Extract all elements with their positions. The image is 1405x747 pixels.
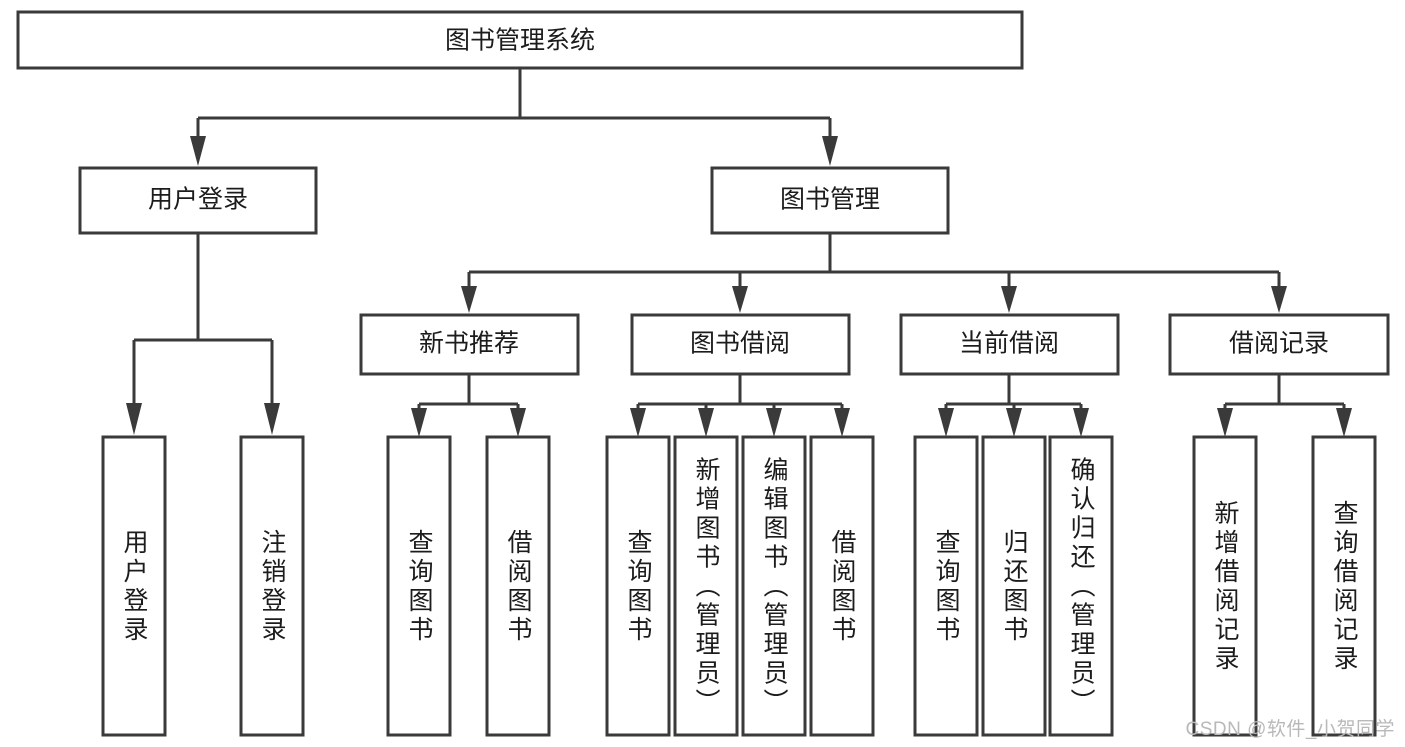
node-root[interactable]: 图书管理系统 xyxy=(16,10,1024,70)
arrow-head-br-leaf-2 xyxy=(1336,408,1352,437)
leaf-bb-add-book[interactable]: 新增图书（管理员） xyxy=(673,435,739,737)
leaf-bb-add-book-box[interactable] xyxy=(673,435,739,737)
node-book-manage-box[interactable] xyxy=(710,166,950,235)
node-new-book-recommend-box[interactable] xyxy=(359,313,580,376)
node-user-login[interactable]: 用户登录 xyxy=(78,166,318,235)
arrow-head-cb-leaf-1 xyxy=(938,408,954,437)
leaf-new-book-borrow-box[interactable] xyxy=(485,435,551,737)
leaf-cb-query-book-label: 查询图书 xyxy=(932,529,961,645)
arrow-head-bb-leaf-2 xyxy=(698,408,714,437)
leaf-cb-return-book-label: 归还图书 xyxy=(1000,529,1029,645)
arrow-head-bb-leaf-4 xyxy=(834,408,850,437)
connector-group-borrow-record xyxy=(1217,374,1352,437)
arrow-head-cb-leaf-3 xyxy=(1073,408,1089,437)
arrow-head-nb-leaf-2 xyxy=(510,408,526,437)
arrow-head-cb-leaf-2 xyxy=(1006,408,1022,437)
leaf-br-add-record[interactable]: 新增借阅记录 xyxy=(1192,435,1258,737)
arrow-head-br-leaf-1 xyxy=(1217,408,1233,437)
connector-group-current-borrow xyxy=(938,374,1089,437)
node-book-borrow[interactable]: 图书借阅 xyxy=(630,313,851,376)
node-current-borrow-label: 当前借阅 xyxy=(959,330,1059,358)
leaf-br-query-record-label: 查询借阅记录 xyxy=(1330,500,1359,674)
leaf-cb-return-book[interactable]: 归还图书 xyxy=(981,435,1047,737)
node-borrow-record-label: 借阅记录 xyxy=(1229,330,1329,358)
node-user-login-box[interactable] xyxy=(78,166,318,235)
leaf-bb-edit-book-label: 编辑图书（管理员） xyxy=(760,457,789,718)
leaf-br-query-record-box[interactable] xyxy=(1311,435,1377,737)
connector-group-book-manage xyxy=(461,233,1287,313)
leaf-cb-query-book-box[interactable] xyxy=(913,435,979,737)
leaf-user-login-1-box[interactable] xyxy=(101,435,167,737)
arrow-head-leaf-logout xyxy=(264,403,280,435)
node-root-box[interactable] xyxy=(16,10,1024,70)
leaf-cb-confirm-return-label: 确认归还（管理员） xyxy=(1067,457,1096,718)
connector-group-root xyxy=(190,68,838,166)
node-current-borrow[interactable]: 当前借阅 xyxy=(899,313,1120,376)
connector-group-book-borrow xyxy=(630,374,850,437)
node-borrow-record-box[interactable] xyxy=(1168,313,1390,376)
node-root-label: 图书管理系统 xyxy=(445,27,595,55)
node-current-borrow-box[interactable] xyxy=(899,313,1120,376)
leaf-user-logout-label: 注销登录 xyxy=(258,529,287,645)
leaf-user-logout[interactable]: 注销登录 xyxy=(239,435,305,737)
node-new-book-recommend-label: 新书推荐 xyxy=(419,330,519,358)
arrow-head-book-manage xyxy=(822,136,838,166)
node-book-borrow-box[interactable] xyxy=(630,313,851,376)
arrow-head-new-book xyxy=(461,286,477,313)
leaf-bb-query-book-box[interactable] xyxy=(605,435,671,737)
arrow-head-nb-leaf-1 xyxy=(411,408,427,437)
leaf-bb-borrow-book-box[interactable] xyxy=(809,435,875,737)
leaf-new-book-query-label: 查询图书 xyxy=(405,529,434,645)
csdn-watermark: CSDN @软件_小贺同学 xyxy=(1185,719,1395,740)
leaf-cb-confirm-return[interactable]: 确认归还（管理员） xyxy=(1048,435,1114,737)
leaf-bb-edit-book[interactable]: 编辑图书（管理员） xyxy=(741,435,807,737)
leaf-cb-query-book[interactable]: 查询图书 xyxy=(913,435,979,737)
leaf-new-book-query[interactable]: 查询图书 xyxy=(386,435,452,737)
leaf-cb-confirm-return-box[interactable] xyxy=(1048,435,1114,737)
arrow-head-bb-leaf-3 xyxy=(766,408,782,437)
arrow-head-book-borrow xyxy=(732,286,748,313)
leaf-br-add-record-label: 新增借阅记录 xyxy=(1211,500,1240,674)
connector-group-new-book xyxy=(411,374,526,437)
node-book-manage-label: 图书管理 xyxy=(780,186,880,214)
leaf-bb-borrow-book-label: 借阅图书 xyxy=(828,529,857,645)
connector-group-user-login xyxy=(126,233,280,435)
node-book-borrow-label: 图书借阅 xyxy=(690,330,790,358)
node-user-login-label: 用户登录 xyxy=(148,186,248,214)
arrow-head-leaf-user-login xyxy=(126,403,142,435)
leaf-user-logout-box[interactable] xyxy=(239,435,305,737)
leaf-br-query-record[interactable]: 查询借阅记录 xyxy=(1311,435,1377,737)
leaf-new-book-borrow-label: 借阅图书 xyxy=(504,529,533,645)
arrow-head-bb-leaf-1 xyxy=(630,408,646,437)
leaf-bb-edit-book-box[interactable] xyxy=(741,435,807,737)
leaf-bb-add-book-label: 新增图书（管理员） xyxy=(692,457,721,718)
leaf-br-add-record-box[interactable] xyxy=(1192,435,1258,737)
leaf-user-login-1[interactable]: 用户登录 xyxy=(101,435,167,737)
leaf-bb-borrow-book[interactable]: 借阅图书 xyxy=(809,435,875,737)
arrow-head-current-borrow xyxy=(1001,286,1017,313)
leaf-bb-query-book-label: 查询图书 xyxy=(624,529,653,645)
arrow-head-user-login xyxy=(190,136,206,166)
node-book-manage[interactable]: 图书管理 xyxy=(710,166,950,235)
node-borrow-record[interactable]: 借阅记录 xyxy=(1168,313,1390,376)
node-new-book-recommend[interactable]: 新书推荐 xyxy=(359,313,580,376)
leaf-new-book-borrow[interactable]: 借阅图书 xyxy=(485,435,551,737)
leaf-new-book-query-box[interactable] xyxy=(386,435,452,737)
leaf-bb-query-book[interactable]: 查询图书 xyxy=(605,435,671,737)
arrow-head-borrow-record xyxy=(1271,286,1287,313)
leaf-user-login-1-label: 用户登录 xyxy=(120,529,149,645)
leaf-cb-return-book-box[interactable] xyxy=(981,435,1047,737)
